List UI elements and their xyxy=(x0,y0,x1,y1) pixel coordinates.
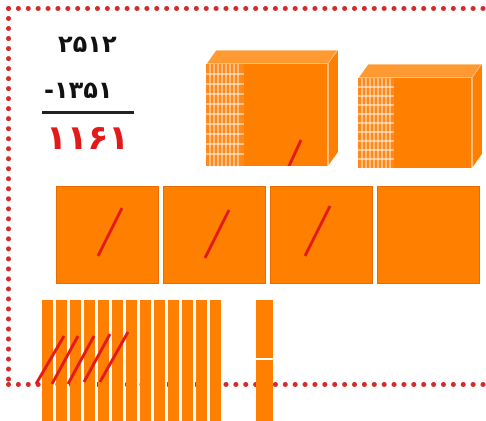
ten-rod xyxy=(84,300,97,421)
hundred-flat xyxy=(377,186,480,284)
ten-rod xyxy=(56,300,69,421)
hundred-flat xyxy=(270,186,373,284)
dotted-frame-top xyxy=(6,6,486,11)
thousand-cube xyxy=(358,64,486,168)
result: ۱۱۶۱ xyxy=(46,118,129,158)
ten-rod xyxy=(154,300,167,421)
subtrahend: -۱۳۵۱ xyxy=(44,76,113,104)
ten-rod xyxy=(126,300,139,421)
minuend: ۲۵۱۲ xyxy=(58,30,117,58)
ten-rod xyxy=(182,300,195,421)
ones-column xyxy=(256,300,273,421)
hundred-flat xyxy=(56,186,159,284)
ten-rod xyxy=(168,300,181,421)
thousand-cube xyxy=(206,50,346,166)
ten-rod xyxy=(210,300,223,421)
dotted-frame-left xyxy=(6,6,11,382)
ten-rod xyxy=(112,300,125,421)
ten-rod xyxy=(98,300,111,421)
ten-rod xyxy=(196,300,209,421)
ten-rod xyxy=(70,300,83,421)
ten-rod xyxy=(140,300,153,421)
ones-separator xyxy=(256,358,273,360)
ten-rod xyxy=(42,300,55,421)
hundred-flat xyxy=(163,186,266,284)
equation-rule xyxy=(42,111,134,114)
tens-rods xyxy=(42,300,234,421)
